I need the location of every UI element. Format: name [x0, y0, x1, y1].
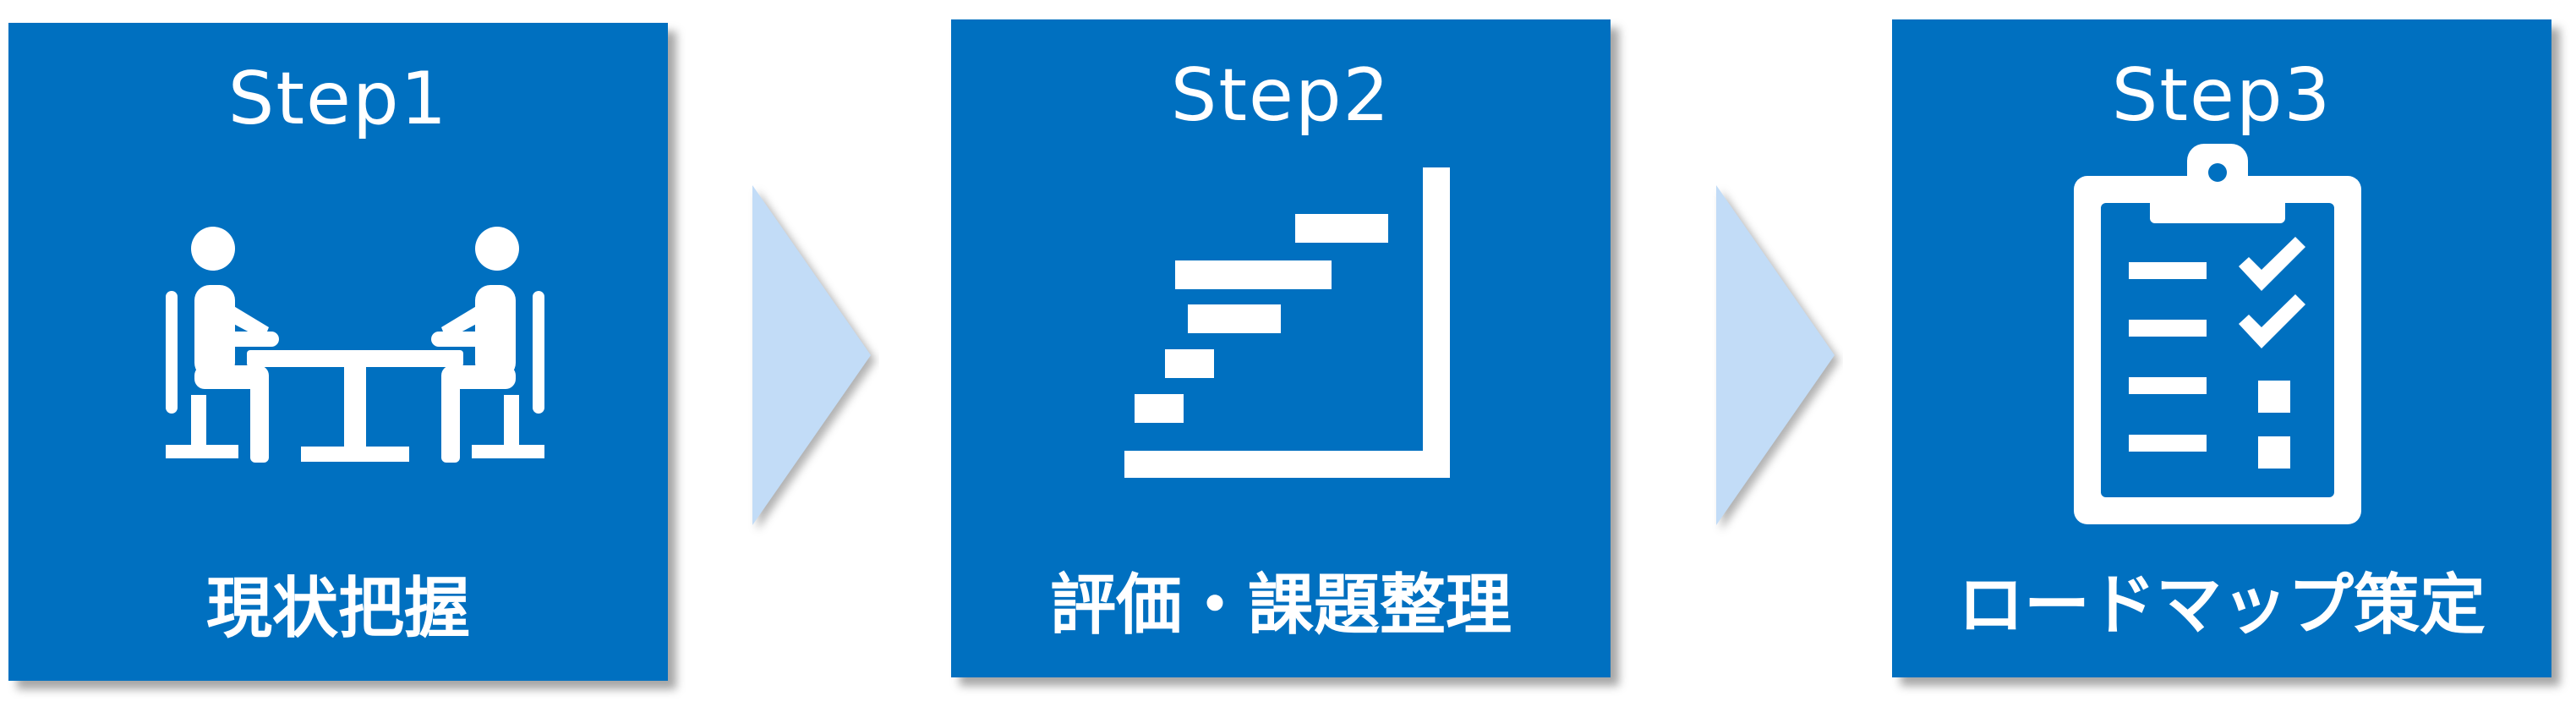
- step-caption: ロードマップ策定: [1957, 567, 2486, 644]
- meeting-icon: [166, 227, 544, 463]
- step-card-1: Step1 現状把握: [8, 23, 668, 681]
- staircase-chart-icon: [1124, 167, 1450, 478]
- step-title: Step1: [227, 57, 449, 141]
- step-title: Step2: [1170, 53, 1392, 138]
- step-card-2: Step2 評価・課題整理: [951, 19, 1611, 677]
- step-caption: 評価・課題整理: [1049, 567, 1512, 644]
- clipboard-checklist-icon: [2074, 144, 2361, 524]
- arrow-right-icon: [1716, 185, 1835, 525]
- step-caption: 現状把握: [205, 571, 470, 647]
- arrow-right-icon: [752, 185, 871, 525]
- step-title: Step3: [2111, 53, 2333, 138]
- step-card-3: Step3 ロードマップ策定: [1892, 19, 2551, 677]
